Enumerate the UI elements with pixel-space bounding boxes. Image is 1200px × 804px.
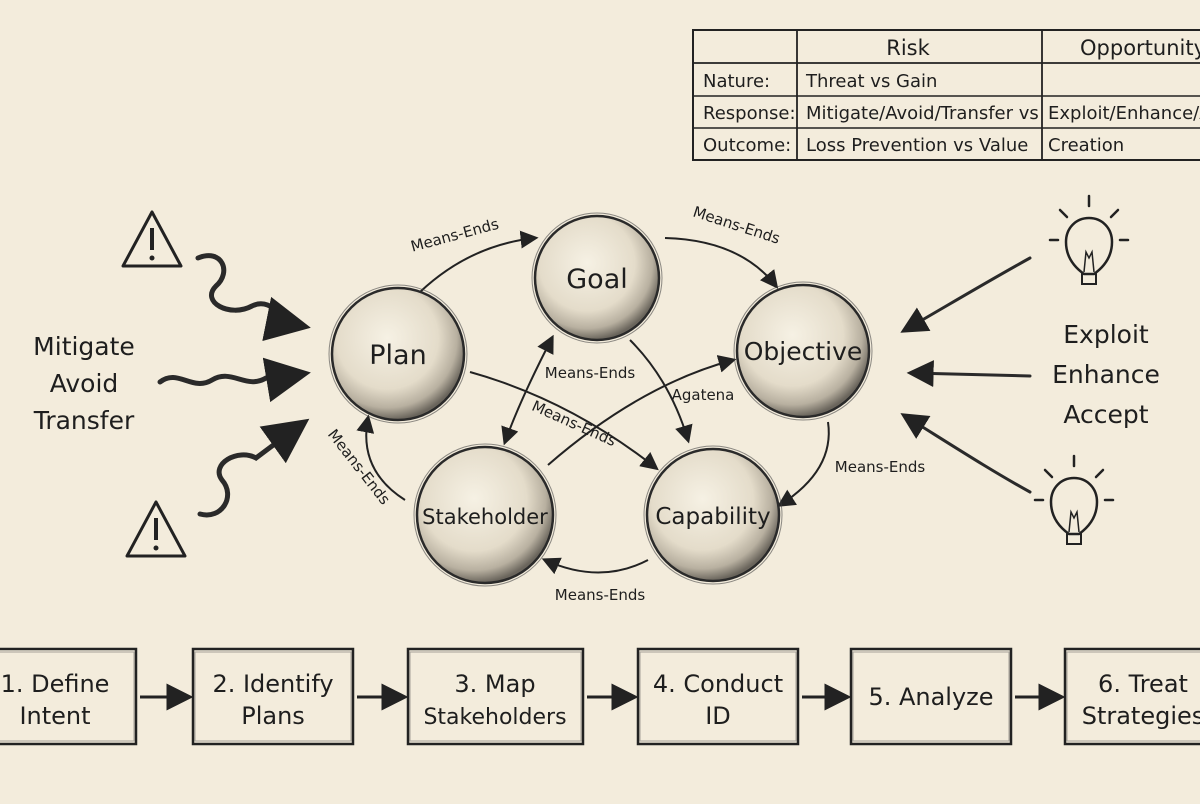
arrows-right — [900, 256, 1032, 494]
left-label-transfer: Transfer — [33, 406, 135, 435]
left-panel: Mitigate Avoid Transfer — [33, 210, 311, 558]
left-label-mitigate: Mitigate — [33, 332, 135, 361]
left-label-avoid: Avoid — [50, 369, 119, 398]
right-label-exploit: Exploit — [1063, 320, 1149, 349]
comparison-table: Risk Opportunity Nature: Threat vs Gain … — [692, 29, 1200, 161]
step-label: Stakeholders — [423, 705, 566, 730]
table-cell: Exploit/Enhance/A — [1048, 103, 1200, 124]
step-box: 3. Map Stakeholders — [406, 647, 585, 746]
node-stakeholder: Stakeholder — [413, 443, 557, 587]
right-label-enhance: Enhance — [1052, 360, 1160, 389]
edge-goal-objective — [664, 237, 779, 289]
lightbulb-icon — [1033, 454, 1115, 545]
node-label-goal: Goal — [566, 264, 628, 295]
node-capability: Capability — [643, 445, 783, 585]
edge-label-capability-stakeholder: Means-Ends — [555, 586, 646, 604]
node-label-stakeholder: Stakeholder — [422, 505, 548, 529]
table-cell: Creation — [1048, 135, 1124, 156]
edge-stakeholder-objective — [547, 355, 737, 466]
table-row-label: Outcome: — [703, 135, 791, 156]
step-label: Intent — [19, 702, 90, 730]
step-label: 3. Map — [454, 670, 535, 698]
step-box: 2. Identify Plans — [191, 647, 355, 746]
step-box: 6. Treat Strategies — [1063, 647, 1200, 746]
step-label: 1. Define — [1, 670, 110, 698]
node-objective: Objective — [733, 281, 873, 421]
right-panel: Exploit Enhance Accept — [900, 194, 1160, 545]
table-header-opportunity: Opportunity — [1080, 36, 1200, 60]
table-row-label: Nature: — [703, 71, 770, 92]
edge-objective-capability — [776, 421, 830, 507]
step-label: 6. Treat — [1098, 670, 1188, 698]
table-header-risk: Risk — [886, 36, 930, 60]
table-cell: Threat vs Gain — [805, 71, 937, 92]
table-cell: Mitigate/Avoid/Transfer vs — [806, 103, 1039, 124]
step-label: Strategies — [1082, 702, 1200, 730]
edge-label-objective-stakeholder: Agatena — [672, 386, 735, 404]
step-label: 4. Conduct — [653, 670, 783, 698]
step-label: 2. Identify — [212, 670, 333, 698]
right-label-accept: Accept — [1063, 400, 1148, 429]
wavy-arrows-left — [157, 253, 311, 518]
edge-stakeholder-plan — [356, 414, 406, 501]
edge-plan-capability — [469, 371, 659, 471]
node-label-capability: Capability — [655, 504, 770, 530]
node-label-objective: Objective — [744, 337, 863, 366]
node-plan: Plan — [328, 284, 468, 424]
warning-icon — [121, 210, 183, 268]
edge-label-plan-capability: Means-Ends — [529, 397, 619, 450]
edge-label-goal-objective: Means-Ends — [691, 203, 783, 248]
table-border — [692, 29, 1200, 161]
edge-plan-goal — [419, 230, 539, 293]
edges — [356, 230, 830, 575]
edge-label-objective-capability: Means-Ends — [835, 458, 926, 476]
table-cell: Loss Prevention vs Value — [806, 135, 1028, 156]
step-label: ID — [705, 702, 731, 730]
step-box: 4. Conduct ID — [636, 647, 800, 746]
step-label: 5. Analyze — [868, 683, 993, 711]
node-goal: Goal — [531, 212, 663, 344]
lightbulb-icon — [1048, 194, 1130, 285]
edge-capability-stakeholder — [541, 557, 649, 575]
edge-label-stakeholder-plan: Means-Ends — [324, 426, 394, 508]
step-box: 5. Analyze — [849, 647, 1013, 746]
step-label: Plans — [241, 702, 305, 730]
step-box: 1. Define Intent — [0, 647, 138, 746]
warning-icon — [125, 500, 187, 558]
table-row-label: Response: — [703, 103, 796, 124]
edge-goal-stakeholder — [501, 334, 554, 446]
edge-label-goal-stakeholder: Means-Ends — [545, 364, 636, 382]
process-steps: 1. Define Intent 2. Identify Plans 3. Ma… — [0, 647, 1200, 746]
node-label-plan: Plan — [369, 340, 426, 371]
